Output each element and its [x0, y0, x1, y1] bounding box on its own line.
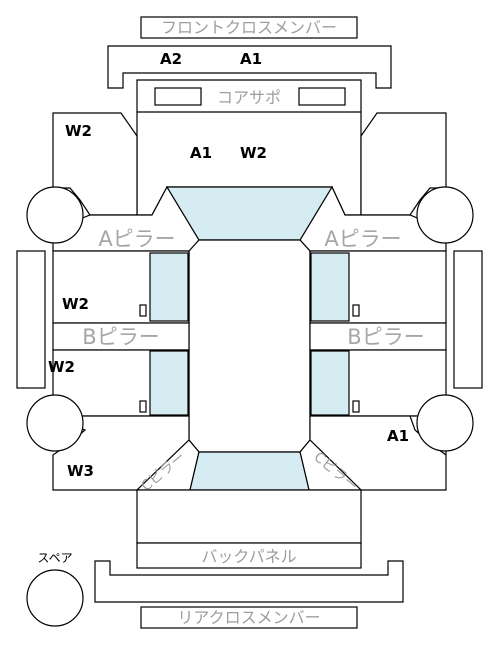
back-panel [136, 542, 362, 569]
roof [188, 239, 311, 453]
right-rear-fender-code-a1: A1 [387, 427, 409, 445]
right-side-sill [453, 250, 483, 389]
right-front-fender [360, 112, 447, 216]
b-pillar-left-label: Bピラー [82, 325, 159, 349]
front-cross-member: フロントクロスメンバー [140, 16, 358, 39]
rear-window [189, 451, 310, 491]
right-rear-door-handle [352, 400, 360, 413]
trunk-lid [136, 489, 362, 544]
front-bumper-code-a1: A1 [240, 50, 262, 68]
left-front-wheel [26, 186, 84, 244]
core-support-left-light [154, 87, 202, 106]
core-support-label: コアサポ [217, 88, 281, 107]
front-cross-member-label: フロントクロスメンバー [161, 18, 337, 37]
spare-label: スペア [37, 551, 72, 565]
left-front-door-code-w2: W2 [62, 295, 89, 313]
spare-tire [26, 569, 84, 627]
front-bumper [107, 45, 392, 89]
left-side-sill [16, 250, 46, 389]
left-rear-door-handle [139, 400, 147, 413]
back-panel-label: バックパネル [201, 547, 296, 566]
right-front-wheel [416, 186, 474, 244]
left-rear-fender-code-w3: W3 [67, 462, 94, 480]
rear-cross-member: リアクロスメンバー [140, 606, 358, 629]
left-rear-window [149, 350, 189, 416]
b-pillar-right [309, 322, 447, 351]
rear-cross-member-label: リアクロスメンバー [177, 608, 320, 627]
right-rear-window [310, 350, 350, 416]
b-pillar-right-label: Bピラー [347, 325, 424, 349]
hood-code-w2: W2 [240, 144, 267, 162]
right-front-window [310, 252, 350, 322]
left-front-window [149, 252, 189, 322]
rear-bumper [94, 560, 404, 603]
left-fender-code-w2: W2 [65, 122, 92, 140]
b-pillar-left [52, 322, 190, 351]
a-pillar-left-label: Aピラー [98, 227, 175, 251]
left-rear-wheel [26, 394, 84, 452]
right-front-door-handle [352, 304, 360, 317]
left-front-door-handle [139, 304, 147, 317]
left-rear-door-code-w2: W2 [48, 358, 75, 376]
right-rear-wheel [416, 394, 474, 452]
front-bumper-code-a2: A2 [160, 50, 182, 68]
a-pillar-right-label: Aピラー [324, 227, 401, 251]
core-support-right-light [298, 87, 346, 106]
hood-code-a1: A1 [190, 144, 212, 162]
